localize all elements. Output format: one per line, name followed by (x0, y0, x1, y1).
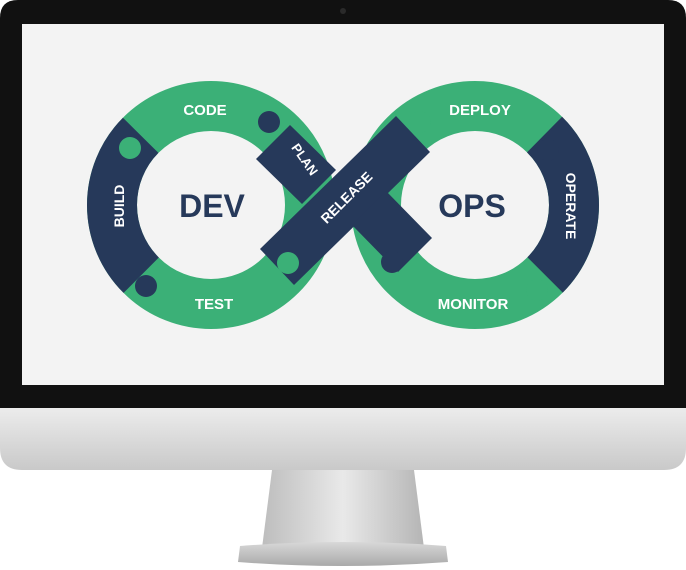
puzzle-knob (409, 111, 431, 133)
monitor-base (238, 542, 448, 566)
puzzle-knob (381, 251, 403, 273)
ops-label: OPS (438, 188, 506, 224)
plan-band (256, 125, 336, 204)
stage-label-code: CODE (183, 102, 226, 119)
dev-label: DEV (179, 188, 245, 224)
monitor-chin (0, 406, 686, 470)
puzzle-knob (119, 137, 141, 159)
puzzle-knob (258, 111, 280, 133)
puzzle-knob (537, 139, 559, 161)
puzzle-knob (135, 275, 157, 297)
build-segment (87, 81, 335, 329)
monitor-stand (262, 470, 424, 548)
release-band (260, 116, 430, 285)
stage-label-monitor: MONITOR (438, 296, 509, 313)
stage-label-test: TEST (195, 296, 233, 313)
devops-infinity-diagram: DEV OPS CODE TEST BUILD PLAN RELEASE DEP… (87, 81, 599, 329)
monitor-camera (340, 8, 346, 14)
stage-label-operate: OPERATE (563, 173, 579, 240)
stage-label-deploy: DEPLOY (449, 102, 511, 119)
operate-segment (351, 81, 599, 329)
puzzle-knob (277, 252, 299, 274)
monitor-link-band (352, 191, 432, 272)
puzzle-knob (526, 279, 548, 301)
stage-label-build: BUILD (111, 185, 127, 228)
